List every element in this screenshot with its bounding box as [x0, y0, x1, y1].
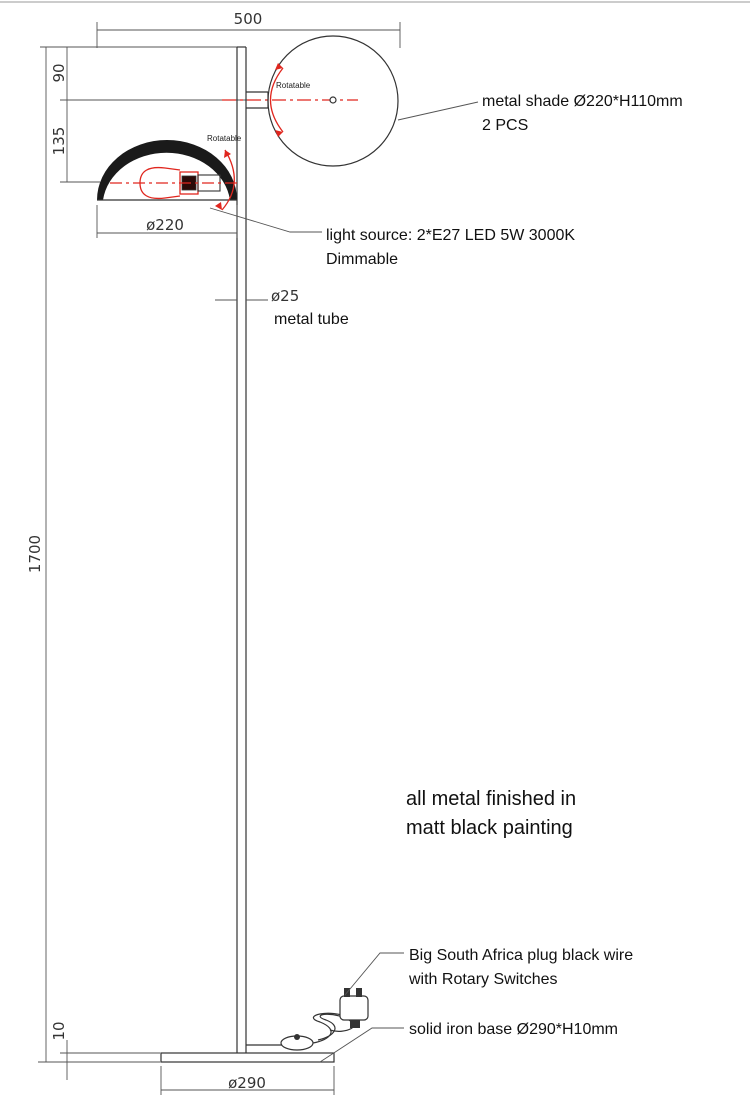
dim-90: 90 — [50, 63, 68, 82]
width-dimension-text: 500 — [234, 10, 263, 28]
rotatable-label-lower: Rotatable — [207, 134, 242, 143]
lower-shade: Rotatable ø220 — [96, 134, 242, 238]
vertical-dimensions: 90 135 1700 10 — [26, 46, 260, 1080]
dim-base-diameter: ø290 — [228, 1074, 266, 1092]
dim-135: 135 — [50, 127, 68, 156]
shade-annotation-line2: 2 PCS — [482, 117, 528, 134]
width-dimension: 500 — [96, 10, 401, 48]
cable-and-plug — [246, 988, 369, 1051]
dim-tube-diameter: ø25 — [271, 287, 299, 305]
tube-diameter-dimension: ø25 — [215, 287, 299, 305]
tube-label: metal tube — [274, 311, 349, 328]
plug-annotation-line2: with Rotary Switches — [408, 971, 558, 988]
plug-annotation-line1: Big South Africa plug black wire — [409, 947, 633, 964]
light-source-line1: light source: 2*E27 LED 5W 3000K — [326, 227, 575, 244]
rotatable-label-upper: Rotatable — [276, 81, 311, 90]
leader-lines — [209, 101, 479, 1063]
base-annotation: solid iron base Ø290*H10mm — [409, 1021, 618, 1038]
dim-shade-diameter: ø220 — [146, 216, 184, 234]
metal-tube — [236, 46, 247, 1053]
upper-shade: Rotatable — [222, 35, 399, 167]
finish-line1: all metal finished in — [406, 788, 576, 810]
iron-base: ø290 — [160, 1052, 335, 1095]
shade-annotation-line1: metal shade Ø220*H110mm — [482, 93, 683, 110]
dim-10: 10 — [50, 1021, 68, 1040]
dim-1700: 1700 — [26, 535, 44, 573]
finish-line2: matt black painting — [406, 817, 573, 839]
light-source-line2: Dimmable — [326, 251, 398, 268]
